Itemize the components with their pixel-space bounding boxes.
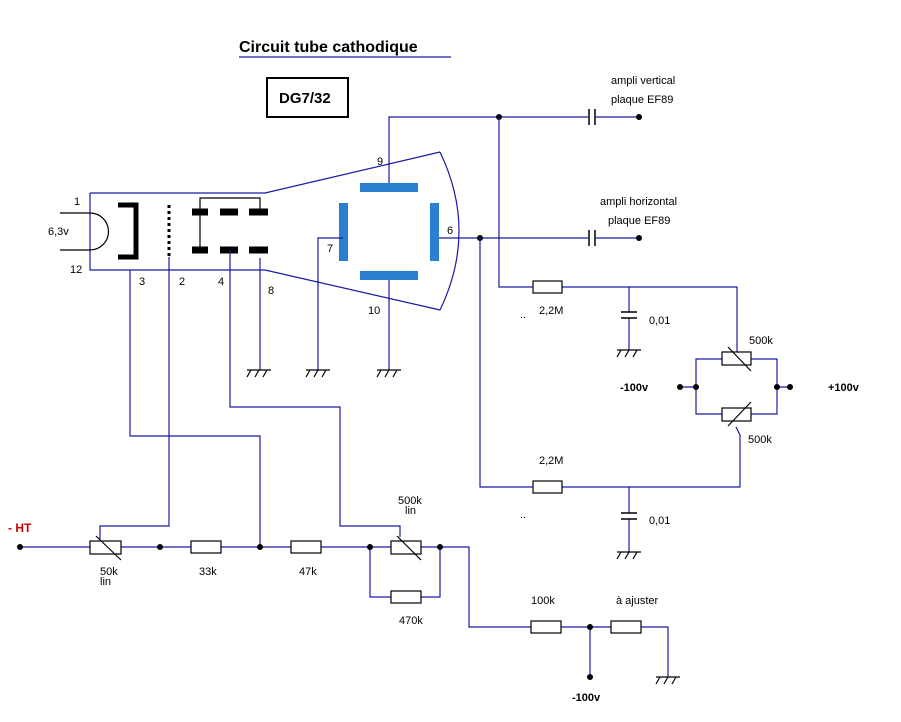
junction-dot [367,544,373,550]
ampli-horizontal-label: ampli horizontal [600,196,677,208]
junction-dot [257,544,263,550]
r-33k-label: 33k [199,566,217,578]
potentiometer-500k-bottom [721,407,752,422]
r-100k-label: 100k [531,595,555,607]
ground-icon [616,349,641,358]
r-2m2-top-label: 2,2M [539,305,563,317]
r-2m2-bottom-label: 2,2M [539,455,563,467]
minus-ht-label: - HT [8,521,32,535]
c-001-top-label: 0,01 [649,315,670,327]
junction-dot [693,384,699,390]
r-47k-label: 47k [299,566,317,578]
resistor-33k [190,540,222,554]
junction-dot [774,384,780,390]
centering-network-wiring [479,117,790,552]
pin-3-label: 3 [139,276,145,288]
deflection-plate-9 [360,183,418,192]
terminal-horizontal [636,235,642,241]
plate-wiring [259,116,638,370]
resistor-47k [290,540,322,554]
pot-50k-lin-label: lin [100,576,111,588]
pot-500k-top-label: 500k [749,335,773,347]
pin-4-label: 4 [218,276,224,288]
diagram-title: Circuit tube cathodique [239,39,418,56]
c-001-bottom-label: 0,01 [649,515,670,527]
plus-100v-label: +100v [828,382,860,394]
potentiometer-500k-top [721,351,752,366]
pin-7-label: 7 [327,243,333,255]
pin-6-label: 6 [447,225,453,237]
ground-icon [376,369,401,378]
junction-dot [157,544,163,550]
pin-10-label: 10 [368,305,380,317]
dotted-mark: .. [520,509,526,521]
pin-9-label: 9 [377,156,383,168]
pin-8-label: 8 [268,285,274,297]
pin-2-label: 2 [179,276,185,288]
potentiometer-arrow-icon [727,401,752,427]
resistor-2m2-top [532,280,563,294]
junction-dot [437,544,443,550]
terminal-minus-100v-bottom [587,674,593,680]
deflection-plate-7 [339,203,348,261]
deflection-plate-10 [360,271,418,280]
ground-icon [305,369,330,378]
capacitor-icon [588,109,596,125]
ht-divider-wiring [20,250,669,677]
junction-dot [587,624,593,630]
pin-1-label: 1 [74,196,80,208]
minus-100v-bottom-label: -100v [572,692,601,704]
ground-icon [246,369,271,378]
pot-500k-lin-value-label: 500k [398,495,422,507]
resistor-adjust [610,620,642,634]
heater-voltage-label: 6,3v [48,226,69,238]
plaque-ef89-vertical-label: plaque EF89 [611,94,673,106]
pot-500k-lin-label: lin [405,505,416,517]
capacitor-icon [588,230,596,246]
resistor-2m2-bottom [532,480,563,494]
model-box [266,77,349,118]
heater-filament-icon [60,212,110,251]
capacitor-icon [621,311,637,319]
pin-12-label: 12 [70,264,82,276]
pot-50k-label: 50k [100,566,118,578]
r-470k-label: 470k [399,615,423,627]
potentiometer-500k-lin [390,540,422,555]
crt-tube-outline [89,151,460,311]
dotted-mark: .. [520,309,526,321]
ground-icon [616,551,641,560]
minus-100v-left-label: -100v [620,382,649,394]
terminal-minus-ht [17,544,23,550]
potentiometer-arrow-icon [727,346,752,372]
cathode-icon [118,202,139,260]
pot-500k-bottom-label: 500k [748,434,772,446]
terminal-minus-100v [677,384,683,390]
deflection-plate-6 [430,203,439,261]
terminal-plus-100v [787,384,793,390]
ampli-vertical-label: ampli vertical [611,75,675,87]
model-label: DG7/32 [279,90,331,107]
resistor-100k [530,620,562,634]
anode-electrodes-icon [192,197,268,254]
potentiometer-50k [89,540,122,555]
terminal-vertical [636,114,642,120]
potentiometer-arrow-icon [396,535,422,561]
capacitor-icon [621,512,637,520]
r-adjust-label: à ajuster [616,595,659,607]
ground-icon [655,676,680,685]
potentiometer-arrow-icon [95,535,122,561]
plaque-ef89-horizontal-label: plaque EF89 [608,215,670,227]
resistor-470k [390,590,422,604]
